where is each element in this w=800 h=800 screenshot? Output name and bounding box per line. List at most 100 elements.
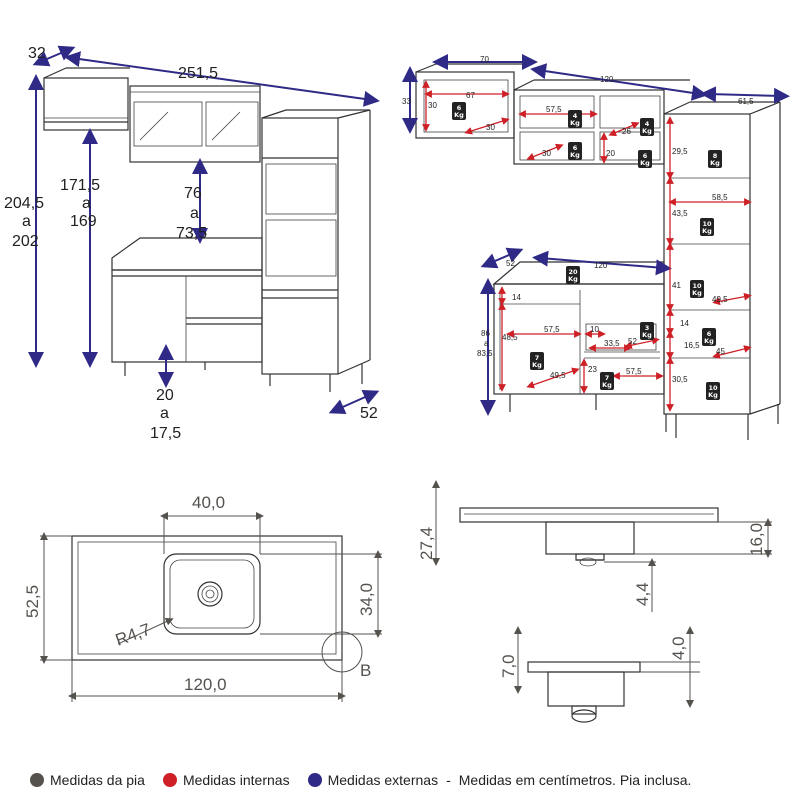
dim-w61: 61,5 <box>738 97 754 106</box>
svg-text:20: 20 <box>568 268 578 276</box>
legend-externas: Medidas externas - Medidas em centímetro… <box>307 772 692 788</box>
dim-i30d: 30,5 <box>672 375 688 384</box>
dim-side-h4: 4,4 <box>633 582 652 606</box>
dim-sink-h34: 34,0 <box>357 583 376 616</box>
dim-i52: 52 <box>628 337 637 346</box>
dim-i45: 45 <box>716 347 725 356</box>
dim-mid-b: 73,5 <box>176 225 207 242</box>
dim-sink-h52: 52,5 <box>23 585 42 618</box>
dim-h33: 33 <box>402 97 411 106</box>
legend-externas-dot <box>307 773 322 787</box>
kg-badge: 6Kg <box>638 150 652 168</box>
dim-foot-a: 20 <box>156 387 174 404</box>
dim-i20a: 20 <box>606 149 615 158</box>
legend-externas-label: Medidas externas <box>327 772 439 788</box>
svg-text:4: 4 <box>573 112 578 120</box>
dim-i14a: 14 <box>680 319 689 328</box>
legend-internas-label: Medidas internas <box>182 772 290 788</box>
legend-internas: Medidas internas <box>162 772 290 788</box>
kg-badge: 6Kg <box>452 102 466 120</box>
dim-sink-w40: 40,0 <box>192 493 225 512</box>
legend-pia-label: Medidas da pia <box>50 772 145 788</box>
svg-text:7: 7 <box>605 374 610 382</box>
kg-badge: 7Kg <box>530 352 544 370</box>
svg-text:6: 6 <box>643 152 648 160</box>
svg-text:Kg: Kg <box>692 289 702 297</box>
svg-text:Kg: Kg <box>532 361 542 369</box>
dim-w120: 120 <box>600 75 614 84</box>
svg-text:8: 8 <box>713 152 718 160</box>
dim-side-h4b: 4,0 <box>669 636 688 660</box>
legend-note: Medidas em centímetros. Pia inclusa. <box>458 772 692 788</box>
dim-sink-radius: R4,7 <box>113 620 153 650</box>
dim-i30b: 30 <box>486 123 495 132</box>
dim-upper-b: 169 <box>70 213 97 230</box>
svg-text:Kg: Kg <box>642 127 652 135</box>
kg-badge: 6Kg <box>702 328 716 346</box>
svg-text:7: 7 <box>535 354 540 362</box>
svg-text:Kg: Kg <box>708 391 718 399</box>
svg-text:3: 3 <box>645 324 650 332</box>
dim-i43: 43,5 <box>672 209 688 218</box>
dim-foot-conj: a <box>160 405 169 422</box>
dim-base-depth: 52 <box>360 405 378 422</box>
dim-i23: 23 <box>588 365 597 374</box>
svg-text:10: 10 <box>708 384 718 392</box>
kg-badge: 8Kg <box>708 150 722 168</box>
svg-text:Kg: Kg <box>570 151 580 159</box>
dim-w120b: 120 <box>594 261 608 270</box>
kg-badge: 6Kg <box>568 142 582 160</box>
svg-text:Kg: Kg <box>642 331 652 339</box>
dim-i16: 16,5 <box>684 341 700 350</box>
dim-upper-conj: a <box>82 195 91 212</box>
svg-text:10: 10 <box>692 282 702 290</box>
dim-mid-conj: a <box>190 205 199 222</box>
dim-i57c: 57,5 <box>626 367 642 376</box>
legend-separator: - <box>446 772 451 788</box>
dim-sink-w120: 120,0 <box>184 675 227 694</box>
dim-i29: 29,5 <box>672 147 688 156</box>
svg-text:6: 6 <box>573 144 578 152</box>
dim-d52: 52 <box>506 259 515 268</box>
dim-side-h16: 16,0 <box>747 523 766 556</box>
legend: Medidas da pia Medidas internas Medidas … <box>30 772 790 788</box>
dim-i57a: 57,5 <box>546 105 562 114</box>
dim-foot-b: 17,5 <box>150 425 181 442</box>
dim-side-h7: 7,0 <box>499 654 518 678</box>
dim-height-conj: a <box>22 213 31 230</box>
dim-i14b: 14 <box>512 293 521 302</box>
svg-text:6: 6 <box>457 104 462 112</box>
dim-upper-a: 171,5 <box>60 177 100 194</box>
dim-i67: 67 <box>466 91 475 100</box>
svg-text:Kg: Kg <box>702 227 712 235</box>
dim-h86a: 86 <box>481 329 490 338</box>
svg-text:Kg: Kg <box>602 381 612 389</box>
svg-text:Kg: Kg <box>640 159 650 167</box>
dim-h86conj: a <box>484 339 489 348</box>
dim-i49a: 49,5 <box>712 295 728 304</box>
dim-i26: 26 <box>622 127 631 136</box>
svg-text:4: 4 <box>645 120 650 128</box>
dim-i30c: 30 <box>542 149 551 158</box>
svg-text:Kg: Kg <box>454 111 464 119</box>
svg-text:Kg: Kg <box>710 159 720 167</box>
kg-badge: 4Kg <box>640 118 654 136</box>
svg-text:Kg: Kg <box>570 119 580 127</box>
dim-i30a: 30 <box>428 101 437 110</box>
legend-pia-dot <box>30 773 44 787</box>
dim-height-a: 204,5 <box>4 195 44 212</box>
right-furniture-view: 70 120 61,5 33 52 120 86 a 83,5 30 67 30… <box>402 54 790 440</box>
dim-i41: 41 <box>672 281 681 290</box>
legend-pia: Medidas da pia <box>30 772 145 788</box>
legend-internas-dot <box>162 773 177 787</box>
svg-text:10: 10 <box>702 220 712 228</box>
sink-side-view: 27,4 16,0 4,4 7,0 4,0 <box>417 480 772 723</box>
dim-i57b: 57,5 <box>544 325 560 334</box>
dim-depth: 32 <box>28 45 46 62</box>
dim-width: 251,5 <box>178 65 218 82</box>
